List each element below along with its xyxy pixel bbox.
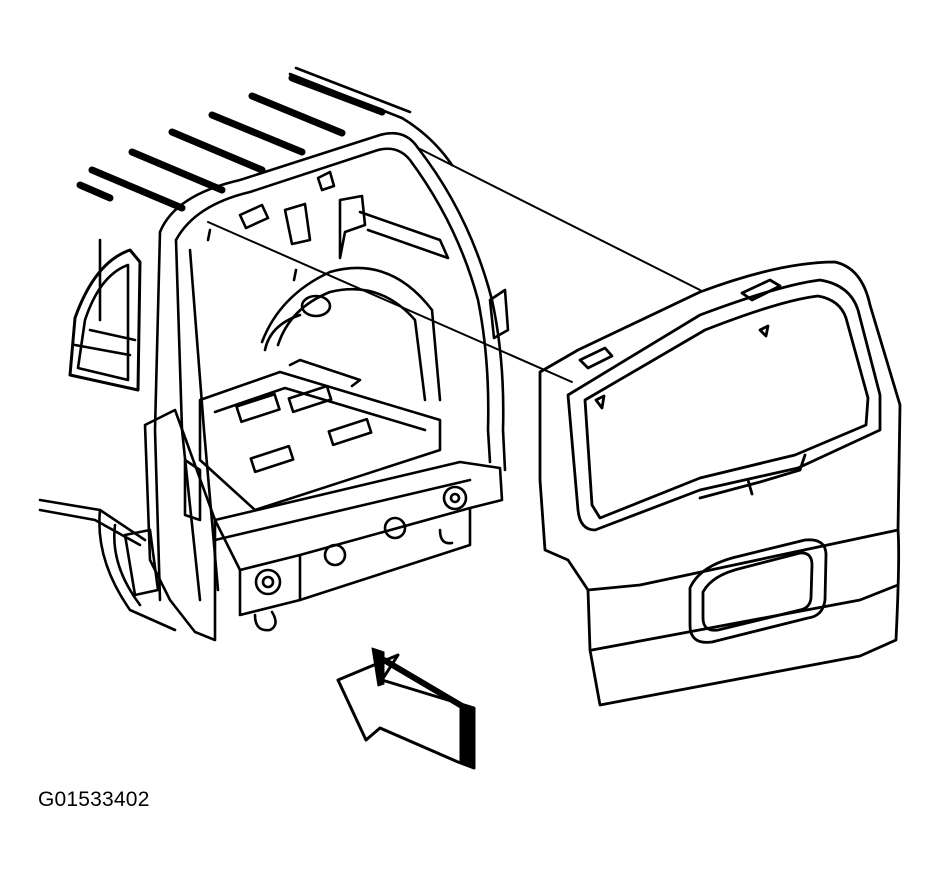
rear-sill	[213, 460, 504, 572]
roof-rails	[76, 74, 386, 212]
license-plate-pocket	[688, 538, 828, 644]
tail-lamp-area	[143, 408, 217, 642]
wheel-well	[260, 266, 442, 402]
figure-id-label: G01533402	[38, 788, 150, 811]
liftgate-panel	[538, 260, 902, 707]
liftgate-glass	[566, 278, 882, 532]
view-direction-arrow	[336, 647, 476, 770]
vehicle-rear-body	[38, 66, 510, 642]
cargo-floor	[198, 370, 442, 512]
alignment-lines	[207, 147, 701, 383]
side-window	[68, 248, 142, 392]
